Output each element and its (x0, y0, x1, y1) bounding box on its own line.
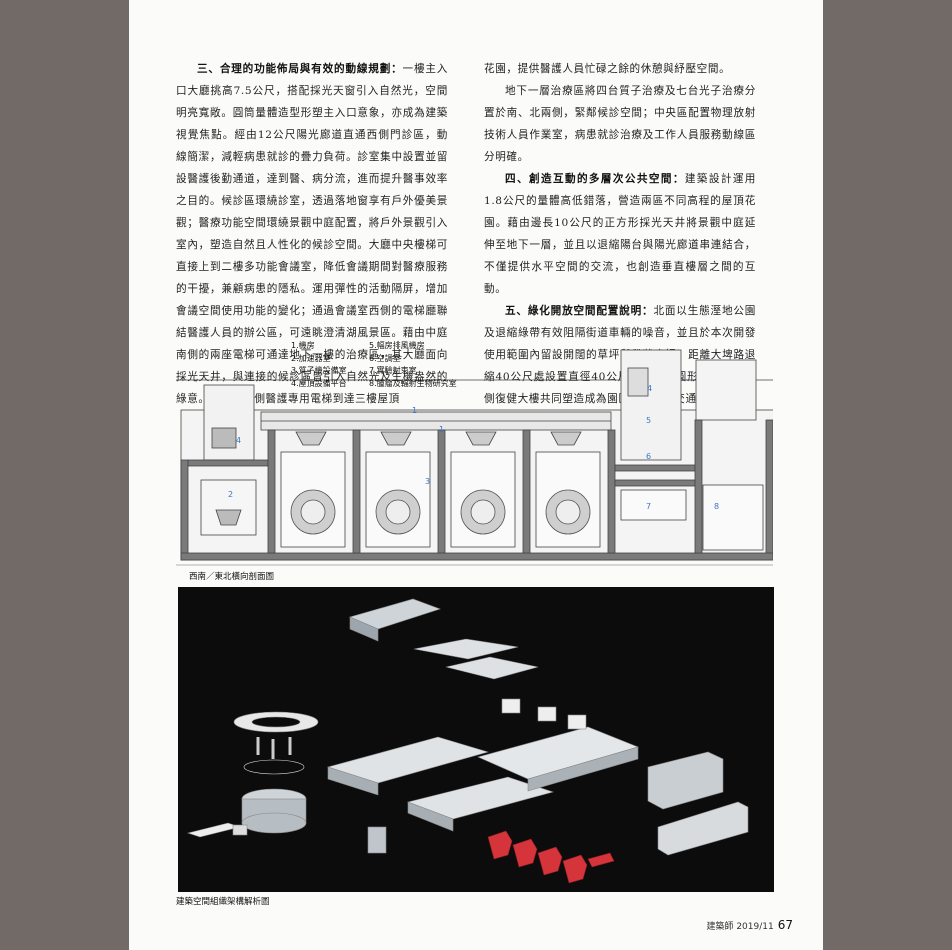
section-legend-left: 1.機房 2.加速器室 3.質子機設備室 4.屋頂設備平台 (291, 340, 347, 390)
room-number: 1 (439, 425, 445, 434)
magazine-page: 三、合理的功能佈局與有效的動線規劃：一樓主入口大廳挑高7.5公尺，搭配採光天窗引… (129, 0, 823, 950)
paragraph-functional-layout: 三、合理的功能佈局與有效的動線規劃：一樓主入口大廳挑高7.5公尺，搭配採光天窗引… (176, 58, 448, 410)
legend-item: 5.幅房排風機房 (369, 341, 425, 350)
body-text: 地下一層治療區將四台質子治療及七台光子治療分置於南、北兩側，緊鄰候診空間；中央區… (484, 85, 756, 163)
room-number: 3 (425, 477, 431, 486)
legend-item: 8.腫瘤及輻射生物研究室 (369, 378, 457, 388)
room-number: 2 (228, 490, 234, 499)
room-number: 6 (646, 452, 652, 461)
room-number: 1 (412, 406, 418, 415)
body-text: 建築設計運用1.8公尺的量體高低錯落，營造兩區不同高程的屋頂花園。藉由邊長10公… (484, 173, 757, 295)
axonometric-linework (186, 598, 749, 884)
paragraph-treatment-area: 地下一層治療區將四台質子治療及七台光子治療分置於南、北兩側，緊鄰候診空間；中央區… (484, 80, 756, 168)
section-legend-right: 5.幅房排風機房 6.空調室 7.實驗射束室 8.腫瘤及輻射生物研究室 (369, 340, 457, 390)
legend-item: 3.質子機設備室 (291, 366, 347, 376)
paragraph-public-space: 四、創造互動的多層次公共空間：建築設計運用1.8公尺的量體高低錯落，營造兩區不同… (484, 168, 756, 300)
heading-public-space: 四、創造互動的多層次公共空間： (505, 173, 685, 185)
section-caption: 西南／東北橫向剖面圖 (189, 572, 275, 582)
room-number: 7 (646, 502, 652, 511)
body-text: 花園，提供醫護人員忙碌之餘的休憩與紓壓空間。 (484, 63, 731, 75)
exploded-axonometric-drawing (178, 587, 774, 892)
heading-green-space: 五、綠化開放空間配置說明： (505, 305, 654, 317)
page-number: 67 (777, 918, 793, 932)
legend-item: 6.空調室 (369, 353, 401, 363)
axonometric-caption: 建築空間組織架構解析圖 (176, 897, 270, 907)
room-number: 8 (714, 502, 720, 511)
section-linework (176, 349, 775, 566)
cross-section-drawing: 1.機房 2.加速器室 3.質子機設備室 4.屋頂設備平台 5.幅房排風機房 6… (176, 340, 775, 578)
legend-item: 4.屋頂設備平台 (291, 378, 347, 388)
left-text-column: 三、合理的功能佈局與有效的動線規劃：一樓主入口大廳挑高7.5公尺，搭配採光天窗引… (176, 58, 448, 410)
legend-item: 1.機房 (291, 341, 315, 350)
paragraph-continued: 花園，提供醫護人員忙碌之餘的休憩與紓壓空間。 (484, 58, 756, 80)
legend-item: 7.實驗射束室 (369, 366, 417, 376)
room-number: 4 (236, 436, 242, 445)
room-number: 5 (646, 416, 652, 425)
room-number: 4 (647, 384, 653, 393)
journal-name: 建築師 2019/11 (706, 922, 774, 932)
body-text: 一樓主入口大廳挑高7.5公尺，搭配採光天窗引入自然光，空間明亮寬敞。圓筒量體造型… (176, 63, 448, 405)
heading-functional-layout: 三、合理的功能佈局與有效的動線規劃： (197, 63, 403, 75)
legend-item: 2.加速器室 (291, 353, 331, 363)
